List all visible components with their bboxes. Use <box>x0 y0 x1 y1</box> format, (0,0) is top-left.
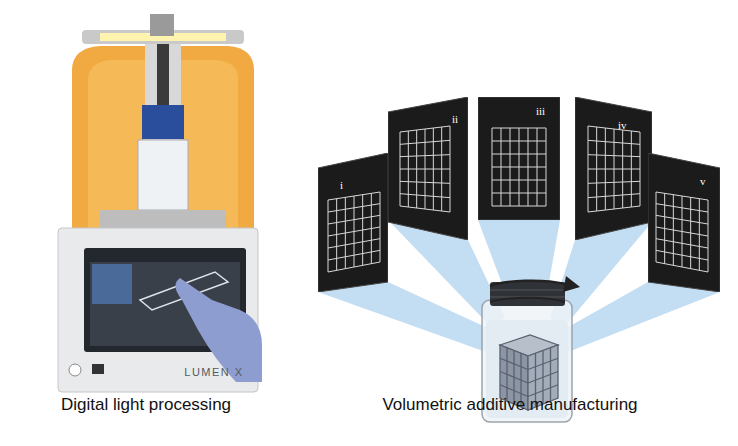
panel-shape <box>478 97 560 220</box>
dlp-printer <box>58 14 262 392</box>
panel-caption: Digital light processing <box>61 396 231 415</box>
panel-shape <box>318 153 388 292</box>
panel-label: iv <box>618 120 627 131</box>
panel-shape <box>575 97 652 240</box>
panel-caption: Volumetric additive manufacturing <box>382 396 637 415</box>
panel-label: iii <box>536 106 545 117</box>
projection-panel: iv <box>575 97 652 240</box>
projection-panel: iii <box>478 97 560 220</box>
rotation-arrow <box>490 276 580 302</box>
projection-panel: v <box>648 153 720 292</box>
panel-shape <box>648 153 720 292</box>
projection-panel: i <box>318 153 388 292</box>
panel-label: ii <box>452 114 458 125</box>
panel-label: v <box>700 176 706 187</box>
panel-label: i <box>340 180 343 191</box>
projection-panel: ii <box>388 97 468 240</box>
brand-mark: LUMEN X <box>184 366 243 378</box>
